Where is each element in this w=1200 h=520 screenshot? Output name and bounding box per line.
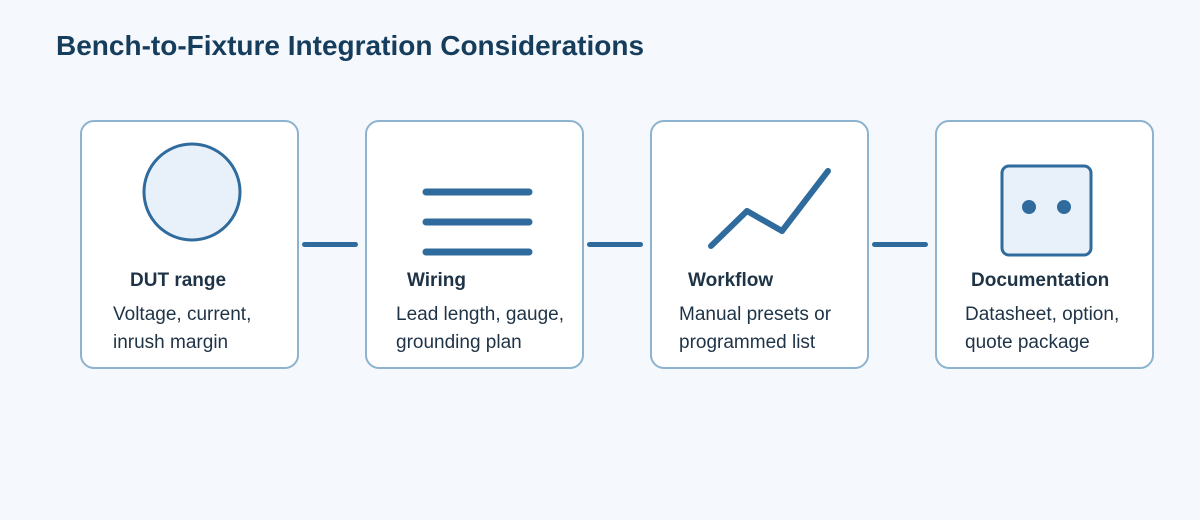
- card-title: Workflow: [688, 270, 774, 291]
- card-title: DUT range: [130, 270, 227, 291]
- connector-line: [302, 242, 358, 247]
- document-icon: [1000, 164, 1093, 257]
- card-description: Manual presets or programmed list: [679, 304, 832, 353]
- connector-line: [872, 242, 928, 247]
- circle-icon: [142, 142, 242, 242]
- card-wiring: Wiring Lead length, gauge, grounding pla…: [365, 120, 584, 369]
- card-workflow: Workflow Manual presets or programmed li…: [650, 120, 869, 369]
- lines-icon: [422, 188, 533, 256]
- card-dut-range: DUT range Voltage, current, inrush margi…: [80, 120, 299, 369]
- card-title: Documentation: [971, 270, 1110, 291]
- card-description: Lead length, gauge, grounding plan: [396, 304, 564, 353]
- card-description: Voltage, current, inrush margin: [113, 304, 252, 353]
- card-description: Datasheet, option, quote package: [965, 304, 1120, 353]
- connector-line: [587, 242, 643, 247]
- page-title: Bench-to-Fixture Integration Considerati…: [56, 30, 645, 61]
- card-title: Wiring: [407, 270, 466, 291]
- card-documentation: Documentation Datasheet, option, quote p…: [935, 120, 1154, 369]
- trend-line-icon: [708, 168, 831, 249]
